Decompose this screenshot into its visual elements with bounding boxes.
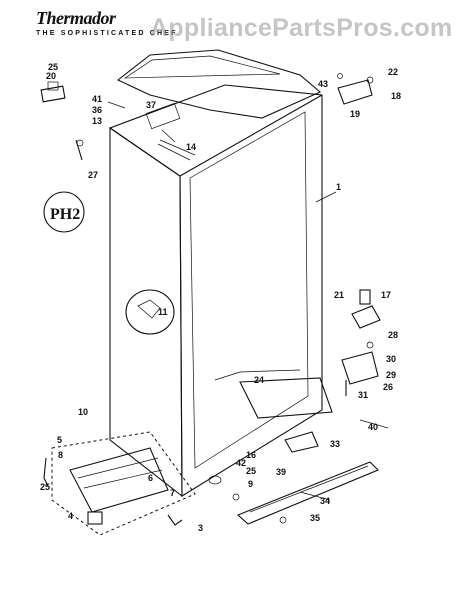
callout-9: 9 <box>248 479 253 489</box>
callout-22: 22 <box>388 67 398 77</box>
brand-tagline: THE SOPHISTICATED CHEF <box>36 30 178 37</box>
callout-25-left: 25 <box>40 482 50 492</box>
top-hardware <box>145 102 196 161</box>
callout-29: 29 <box>386 370 396 380</box>
callout-35: 35 <box>310 513 320 523</box>
base-assembly <box>208 377 379 525</box>
callout-8: 8 <box>58 450 63 460</box>
callout-4: 4 <box>68 511 73 521</box>
callout-26: 26 <box>383 382 393 392</box>
callout-14: 14 <box>186 142 196 152</box>
callout-13: 13 <box>92 116 102 126</box>
callout-33: 33 <box>330 439 340 449</box>
callout-1: 1 <box>336 182 341 192</box>
callout-5: 5 <box>57 435 62 445</box>
callout-25-base: 25 <box>246 466 256 476</box>
callout-6: 6 <box>148 473 153 483</box>
callout-19: 19 <box>350 109 360 119</box>
callout-25-top: 25 <box>48 62 58 72</box>
callout-17: 17 <box>381 290 391 300</box>
callout-20: 20 <box>46 71 56 81</box>
callout-41: 41 <box>92 94 102 104</box>
callout-43: 43 <box>318 79 328 89</box>
rear-plate <box>116 49 322 119</box>
upper-right-hinge <box>337 73 374 105</box>
callout-34: 34 <box>320 496 330 506</box>
callout-10: 10 <box>78 407 88 417</box>
callout-18: 18 <box>391 91 401 101</box>
callout-42: 42 <box>236 458 246 468</box>
cabinet-body <box>108 84 323 498</box>
callout-24: 24 <box>254 375 264 385</box>
callout-39: 39 <box>276 467 286 477</box>
callout-30: 30 <box>386 354 396 364</box>
callout-31: 31 <box>358 390 368 400</box>
callout-40: 40 <box>368 422 378 432</box>
brand-logo: Thermador <box>36 8 116 28</box>
roller-assembly <box>43 431 196 536</box>
ph2-badge-text: PH2 <box>50 206 80 223</box>
callout-3: 3 <box>198 523 203 533</box>
callout-labels: 1 3 4 5 6 7 8 9 10 11 13 14 16 17 18 19 … <box>40 62 401 533</box>
watermark: AppliancePartsPros.com <box>150 14 453 42</box>
callout-7: 7 <box>170 488 175 498</box>
callout-37: 37 <box>146 100 156 110</box>
callout-36: 36 <box>92 105 102 115</box>
lower-right-hinge <box>341 289 381 396</box>
callout-16: 16 <box>246 450 256 460</box>
callout-11: 11 <box>158 307 168 317</box>
upper-left-parts <box>40 81 84 161</box>
callout-27: 27 <box>88 170 98 180</box>
ph2-badge: PH2 <box>43 191 85 233</box>
callout-28: 28 <box>388 330 398 340</box>
leader-lines <box>107 101 389 501</box>
callout-21: 21 <box>334 290 344 300</box>
